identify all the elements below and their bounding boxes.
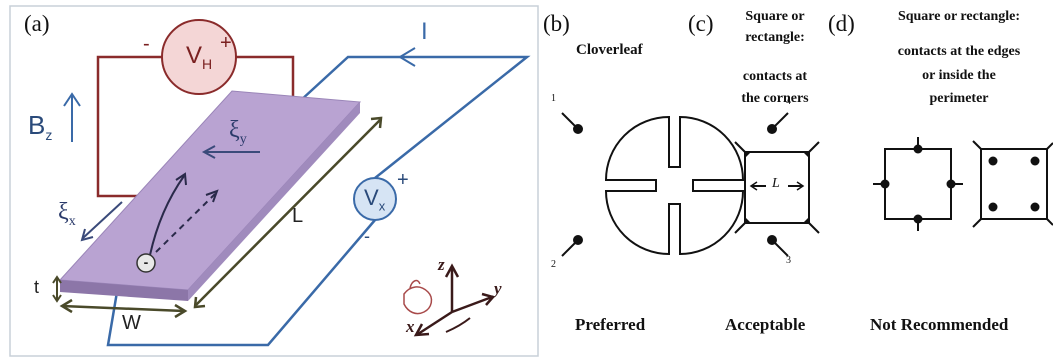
panel-c-verdict: Acceptable xyxy=(725,315,806,334)
electron-path-head xyxy=(175,172,187,186)
contact-2 xyxy=(573,235,583,245)
panel-d-title-line-2: contacts at the edges xyxy=(897,44,1021,59)
inner-contact-br xyxy=(1030,202,1040,212)
width-arrow-start xyxy=(59,298,73,314)
y-axis xyxy=(451,295,493,314)
electron-path-straight xyxy=(155,192,217,253)
contact-1 xyxy=(573,124,583,134)
hall-circuit-left xyxy=(96,55,162,198)
hall-voltmeter-plus: + xyxy=(220,32,232,54)
xi-x-label: ξx xyxy=(58,199,76,229)
electron-path-straight-head xyxy=(205,189,219,203)
corner-contact-tl xyxy=(745,152,751,158)
panel-c-title-line-4: the corners xyxy=(741,91,809,106)
contact-geometry-drawing xyxy=(561,112,1053,257)
corner-contact-tr xyxy=(803,152,809,158)
contact-2-label: 2 xyxy=(551,259,556,270)
dimension-arrow-right xyxy=(796,181,805,191)
panel-d-label: (d) xyxy=(828,11,855,36)
panel-d-verdict: Not Recommended xyxy=(870,315,1009,334)
x-axis-label: x xyxy=(406,317,415,336)
contact-geometry-panels: (b) Cloverleaf 1 4 2 3 Preferred (c) Squ… xyxy=(540,0,1053,363)
electron-label: - xyxy=(143,254,149,270)
panel-c-title-line-2: rectangle: xyxy=(745,30,805,45)
contact-3-label: 3 xyxy=(786,255,791,266)
length-label: L xyxy=(292,205,304,227)
bz-label: Bz xyxy=(28,110,53,144)
right-hand-icon xyxy=(403,286,433,315)
edge-contact-right xyxy=(946,179,956,189)
panel-c-title-line-1: Square or xyxy=(745,9,805,24)
electron-path-curved xyxy=(149,175,185,256)
square-corner-contacts xyxy=(734,141,820,234)
dimension-arrow-left xyxy=(749,181,758,191)
inner-contact-tl xyxy=(988,156,998,166)
right-hand-thumb xyxy=(409,279,421,289)
longitudinal-voltmeter-label: Vx xyxy=(364,185,386,214)
length-arrow-start xyxy=(193,296,206,309)
thickness-arrow-top xyxy=(52,275,62,284)
panel-d-title-line-3: or inside the xyxy=(922,68,996,83)
inner-contact-bl xyxy=(988,202,998,212)
longitudinal-voltmeter-minus: - xyxy=(364,226,370,246)
current-circuit-top xyxy=(299,55,531,179)
edge-contact-bottom xyxy=(913,214,923,224)
xi-x-arrow-head xyxy=(80,228,94,242)
current-circuit-bottom xyxy=(106,219,376,347)
xi-x-arrow xyxy=(82,201,123,239)
xi-y-arrow-head xyxy=(201,145,216,159)
electron-icon xyxy=(136,253,156,273)
z-axis-head xyxy=(444,263,460,278)
longitudinal-voltmeter-plus: + xyxy=(397,169,409,191)
thickness-label: t xyxy=(34,277,40,297)
current-arrow xyxy=(398,47,416,67)
contact-1-label: 1 xyxy=(551,93,556,104)
z-axis-label: z xyxy=(438,255,445,274)
hall-effect-panel: (a) VH - + Vx + - I Bz ξy ξx - L t W z y… xyxy=(9,5,539,357)
width-arrow-end xyxy=(174,303,188,319)
cloverleaf-sample xyxy=(561,112,789,257)
y-axis-head xyxy=(481,292,496,306)
panel-c-title-line-3: contacts at xyxy=(742,69,808,84)
square-inner-contacts xyxy=(972,140,1053,228)
width-label: W xyxy=(122,312,141,334)
dimension-label: L xyxy=(772,176,780,191)
rotation-arrow-icon xyxy=(445,317,471,333)
contact-3 xyxy=(767,235,777,245)
hall-circuit-right xyxy=(236,55,295,105)
sample-side-face xyxy=(188,102,360,301)
sample-front-face xyxy=(60,280,188,301)
longitudinal-voltmeter xyxy=(353,177,397,221)
panel-c-label: (c) xyxy=(688,11,714,36)
hall-effect-drawing xyxy=(9,5,539,357)
panel-b-title: Cloverleaf xyxy=(576,42,643,58)
edge-contact-top xyxy=(913,144,923,154)
xi-y-label: ξy xyxy=(229,117,247,147)
panel-a-label: (a) xyxy=(24,11,50,36)
panel-b-verdict: Preferred xyxy=(575,315,646,334)
length-dimension-line xyxy=(195,119,381,306)
contact-4-label: 4 xyxy=(786,96,791,107)
edge-contact-left xyxy=(880,179,890,189)
thickness-arrow-bottom xyxy=(52,294,62,303)
hall-voltmeter xyxy=(161,19,237,95)
width-dimension-line xyxy=(61,304,185,313)
panel-b-label: (b) xyxy=(543,11,570,36)
x-axis-head xyxy=(413,323,430,337)
contact-4 xyxy=(767,124,777,134)
current-label: I xyxy=(421,18,428,45)
y-axis-label: y xyxy=(494,279,502,298)
panel-d-title-line-1: Square or rectangle: xyxy=(897,9,1021,24)
panel-d-title-line-4: perimeter xyxy=(929,91,989,106)
bz-arrow-head xyxy=(63,92,81,107)
x-axis xyxy=(417,310,453,336)
hall-voltmeter-label: VH xyxy=(186,42,213,72)
corner-contact-bl xyxy=(745,217,751,223)
length-arrow-end xyxy=(370,116,383,129)
corner-contact-br xyxy=(803,217,809,223)
inner-contact-tr xyxy=(1030,156,1040,166)
hall-voltmeter-minus: - xyxy=(143,33,150,55)
